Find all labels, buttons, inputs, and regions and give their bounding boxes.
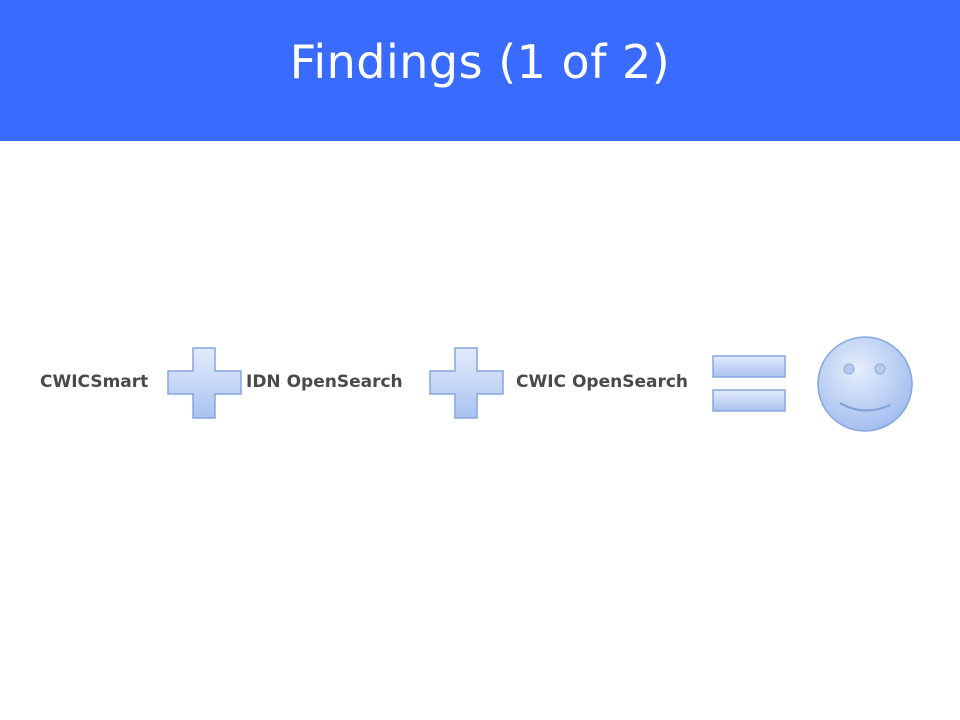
plus-icon — [167, 347, 242, 419]
term-idn-opensearch: IDN OpenSearch — [246, 372, 403, 392]
page-title: Findings (1 of 2) — [289, 35, 671, 89]
smiley-face-icon — [817, 336, 913, 432]
term-cwic-opensearch: CWIC OpenSearch — [516, 372, 689, 392]
title-bar: Findings (1 of 2) — [0, 0, 960, 141]
plus-icon — [429, 347, 504, 419]
term-cwicsmart: CWICSmart — [40, 372, 149, 392]
equals-icon — [712, 355, 786, 412]
